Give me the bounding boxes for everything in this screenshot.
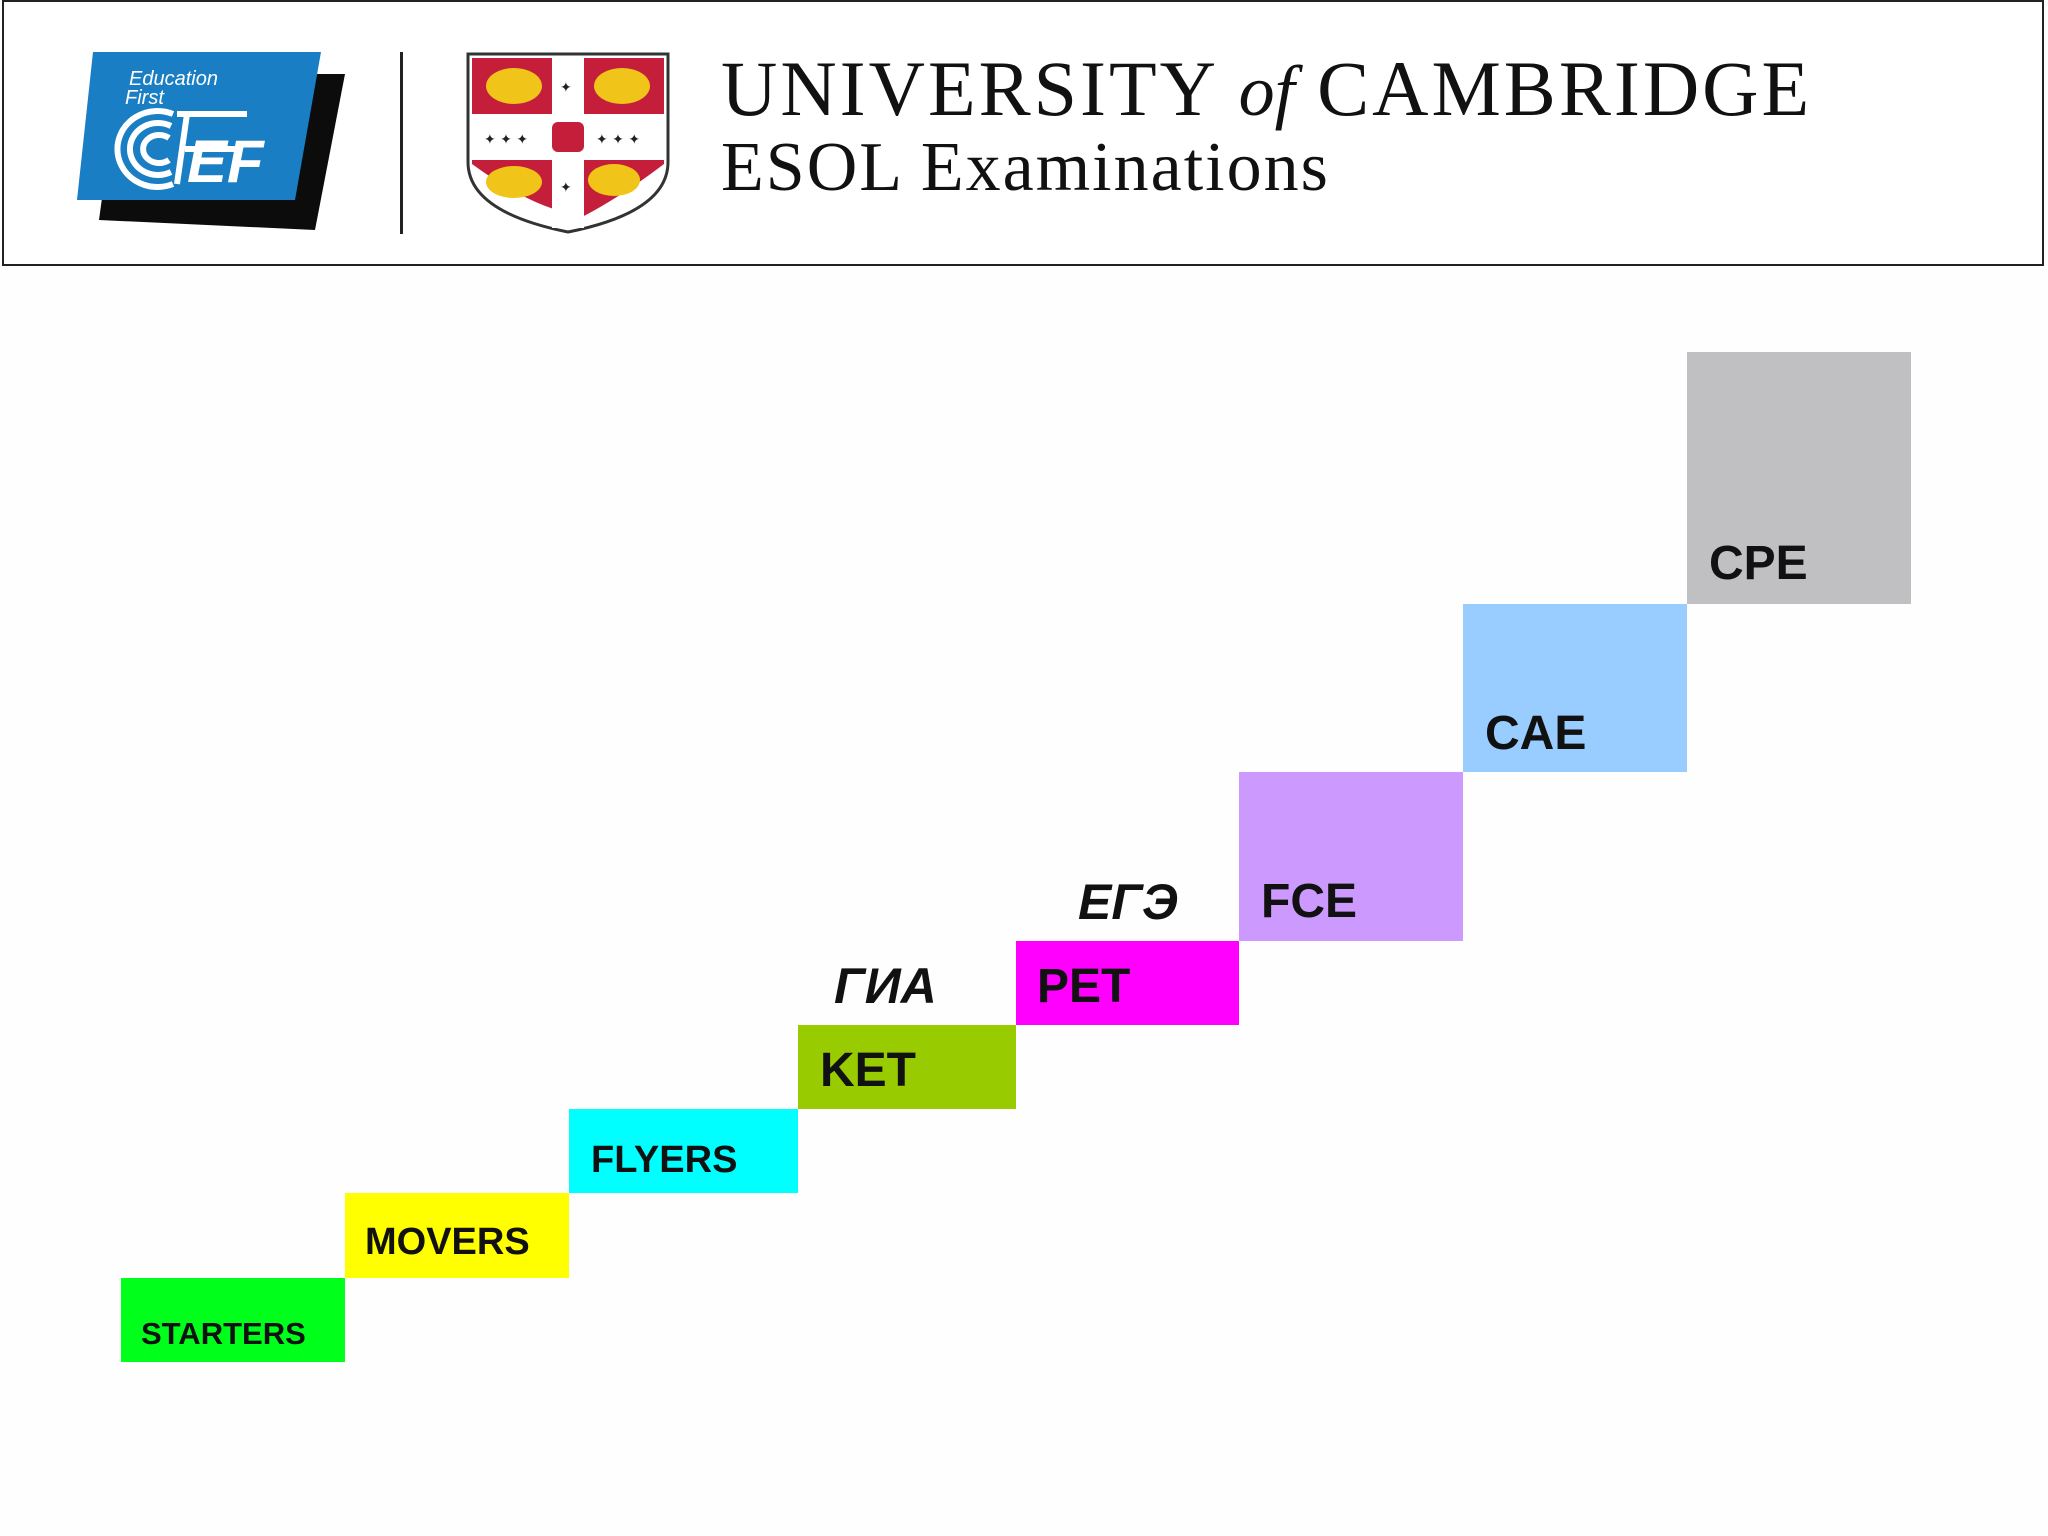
level-label-fce: FCE bbox=[1261, 875, 1357, 928]
russian-exam-ege: ЕГЭ bbox=[1078, 874, 1178, 930]
university-title-part-3: CAMBRIDGE bbox=[1317, 45, 1813, 132]
level-label-pet: PET bbox=[1037, 960, 1131, 1013]
university-title-part-1: UNIVERSITY bbox=[721, 45, 1217, 132]
level-step-ket: KET bbox=[798, 1025, 1016, 1109]
level-step-cae: CAE bbox=[1463, 604, 1687, 772]
ef-logo-mark: EF bbox=[187, 128, 265, 195]
logo-divider bbox=[400, 52, 403, 234]
level-step-pet: PET bbox=[1016, 941, 1239, 1025]
university-title: UNIVERSITY of CAMBRIDGE bbox=[721, 50, 1812, 128]
svg-text:✦ ✦ ✦: ✦ ✦ ✦ bbox=[484, 132, 528, 148]
header-banner: Education First EF ✦ ✦ ✦ ✦ ✦ ✦ bbox=[2, 0, 2044, 266]
level-step-movers: MOVERS bbox=[345, 1193, 569, 1278]
level-label-movers: MOVERS bbox=[365, 1221, 530, 1263]
esol-subtitle: ESOL Examinations bbox=[721, 129, 1330, 206]
cambridge-crest-icon: ✦ ✦ ✦ ✦ ✦ ✦ ✦ ✦ bbox=[466, 52, 670, 234]
level-label-flyers: FLYERS bbox=[591, 1139, 738, 1181]
level-step-cpe: CPE bbox=[1687, 352, 1911, 604]
svg-text:✦: ✦ bbox=[560, 80, 572, 96]
level-label-ket: KET bbox=[820, 1044, 916, 1097]
ef-logo-text-2: First bbox=[125, 87, 165, 109]
level-label-cpe: CPE bbox=[1709, 537, 1808, 590]
russian-exam-gia: ГИА bbox=[834, 958, 937, 1014]
svg-text:✦: ✦ bbox=[560, 180, 572, 196]
level-label-starters: STARTERS bbox=[141, 1316, 306, 1351]
level-step-flyers: FLYERS bbox=[569, 1109, 798, 1193]
level-step-starters: STARTERS bbox=[121, 1278, 345, 1362]
ef-logo-icon: Education First EF bbox=[77, 52, 345, 230]
ef-logo-text-1: Education bbox=[129, 68, 218, 90]
svg-text:✦ ✦ ✦: ✦ ✦ ✦ bbox=[596, 132, 640, 148]
level-step-fce: FCE bbox=[1239, 772, 1463, 941]
university-title-part-2: of bbox=[1238, 51, 1295, 131]
level-label-cae: CAE bbox=[1485, 707, 1587, 760]
